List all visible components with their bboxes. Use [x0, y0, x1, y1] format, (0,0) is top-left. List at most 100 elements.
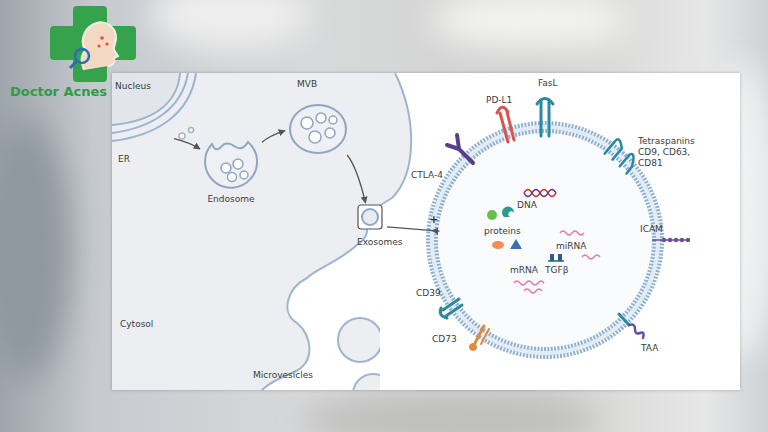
marker-label: CD73	[432, 334, 457, 345]
endoplasmic-reticulum-shape-part	[179, 133, 185, 139]
multivesicular-body-shape-part	[325, 128, 335, 138]
node-label: miRNA	[556, 241, 586, 252]
node-label: Exosomes	[357, 237, 402, 248]
icam-receptor-part	[662, 238, 666, 242]
exosome-structure-shape-part	[436, 131, 654, 349]
multivesicular-body-shape-part	[329, 116, 337, 124]
logo-mark	[44, 4, 144, 86]
flow-arrow	[347, 155, 365, 203]
tetraspanin-receptor-part	[605, 142, 614, 153]
endoplasmic-reticulum-shape-part	[189, 128, 194, 133]
node-label: Cytosol	[120, 319, 153, 330]
pdl1-receptor-part	[497, 107, 508, 113]
tetraspanin-receptor-part	[627, 167, 633, 174]
fasl-receptor-part	[548, 100, 551, 136]
cd39-receptor	[440, 299, 462, 318]
cd73-receptor-part	[481, 329, 489, 344]
marker-label: CD39	[416, 288, 441, 299]
tetraspanin-receptor-part	[614, 139, 622, 148]
cd73-receptor	[470, 326, 490, 351]
microvesicles-shape-part	[338, 318, 380, 362]
icam-receptor	[652, 238, 690, 242]
endosome-shape-part	[233, 159, 243, 169]
ctla4-receptor-part	[457, 135, 459, 149]
exosome-structure-shape-part	[524, 289, 542, 293]
marker-label: PD-L1	[486, 95, 512, 106]
cd39-receptor-part	[446, 305, 462, 316]
cd73-receptor-part	[470, 344, 477, 351]
endoplasmic-reticulum-shape-part	[112, 73, 196, 141]
exosome-release: Exosomes	[355, 203, 387, 248]
endosome-shape-part	[228, 173, 237, 182]
logo-mark-part	[98, 45, 101, 48]
microvesicles: Microvesicles	[245, 300, 380, 390]
logo-mark-part	[70, 61, 77, 68]
exosome-structure-shape-part	[582, 255, 600, 259]
multivesicular-body-shape-part	[316, 113, 326, 123]
cell-body-shape-part	[262, 73, 411, 390]
exosome-structure-shape-part	[510, 239, 522, 249]
fasl-receptor-part	[540, 100, 543, 136]
marker-label: TAA	[641, 343, 658, 354]
fasl-receptor-part	[537, 99, 553, 105]
pdl1-receptor-part	[507, 112, 514, 140]
icam-receptor-part	[668, 238, 672, 242]
microvesicles-shape-part	[353, 374, 380, 390]
marker-label: CTLA-4	[411, 170, 443, 181]
endosome-shape-part	[240, 171, 248, 179]
node-label: mRNA	[510, 265, 538, 276]
multivesicular-body-shape-part	[309, 131, 321, 143]
logo-wordmark: Doctor Acnes	[10, 84, 107, 100]
multivesicular-body-shape-part	[290, 105, 346, 153]
tetraspanin-receptor-part	[629, 154, 633, 167]
exosome-structure-shape-part	[502, 207, 514, 217]
pdl1-receptor	[497, 107, 514, 142]
endosome-shape-part	[221, 163, 231, 173]
exosome-structure-shape-part	[550, 254, 554, 261]
taa-antigen-part	[629, 325, 644, 339]
cell-body-shape-part	[112, 73, 411, 390]
marker-label: Tetraspanins CD9, CD63, CD81	[638, 136, 700, 169]
marker-label: FasL	[538, 78, 558, 89]
endosome: Endosome	[200, 130, 262, 208]
tetraspanin-receptor-part	[613, 148, 622, 159]
endoplasmic-reticulum: ER	[112, 100, 174, 162]
logo-mark-part	[100, 36, 104, 40]
cd39-receptor-part	[440, 308, 447, 318]
tetraspanin-receptor-part	[620, 155, 629, 166]
exosome-structure-shape-part	[428, 123, 662, 357]
node-label: MVB	[297, 79, 317, 90]
taa-antigen-part	[619, 314, 629, 325]
fasl-receptor	[537, 99, 553, 137]
nucleus-shape-part	[112, 73, 180, 125]
logo-mark-part	[105, 42, 108, 45]
multivesicular-body-shape-part	[301, 117, 313, 129]
exosome-structure-shape-part	[524, 190, 556, 197]
multivesicular-body: MVB	[285, 85, 350, 155]
node-label: Microvesicles	[253, 370, 313, 381]
endosome-shape-part	[205, 142, 257, 188]
node-label: Endosome	[200, 194, 262, 205]
multivesicular-body-shape	[285, 85, 350, 155]
exosome-structure-shape-part	[487, 210, 497, 220]
flow-arrow	[387, 227, 439, 231]
node-label: proteins	[484, 226, 521, 237]
exosome-structure-shape-part	[432, 127, 658, 353]
node-label: Nucleus	[115, 81, 151, 92]
endoplasmic-reticulum-shape-part	[112, 73, 188, 133]
tetraspanin-receptor	[605, 139, 634, 173]
exosome-release-shape-part	[358, 205, 382, 229]
logo-mark-part	[82, 22, 118, 70]
endoplasmic-reticulum-shape	[112, 100, 174, 162]
ctla4-receptor	[447, 135, 473, 163]
flow-arrow	[262, 131, 285, 142]
exosome-structure-shape-part	[558, 254, 562, 261]
icam-receptor-part	[686, 238, 690, 242]
flow-arrow	[174, 139, 200, 149]
logo-mark-part	[75, 49, 89, 63]
nucleus-shape-part	[112, 73, 180, 125]
